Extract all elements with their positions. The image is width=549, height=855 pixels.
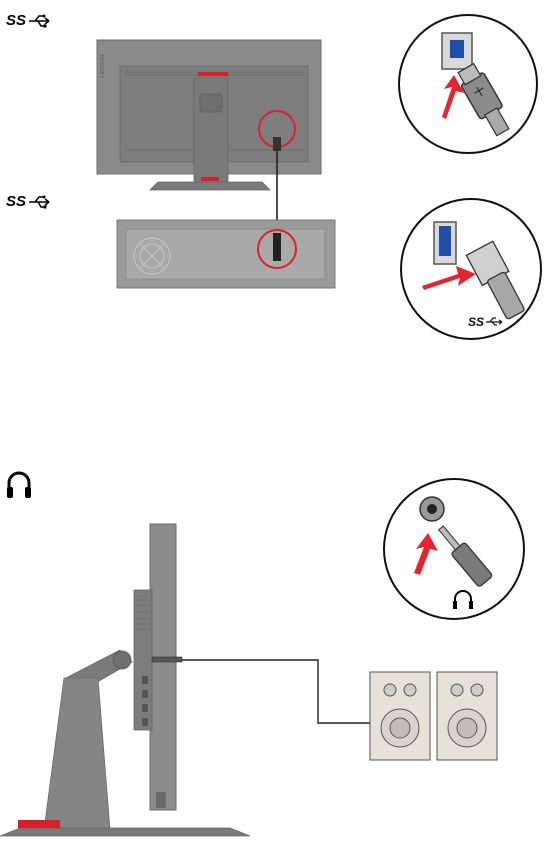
audio-plug [152,657,182,662]
monitor-side-profile [150,524,176,810]
speaker-right [437,672,497,760]
monitor-bottom-foot [156,792,166,808]
stand-red-accent-side [18,820,60,828]
stand-column [44,678,110,830]
lenovo-red-accent [198,72,228,76]
headphones-icon [4,469,34,501]
usb-b-connector [273,137,281,151]
usb-a-port-blue-insert [439,226,451,256]
stand-red-accent [201,177,219,181]
usb-b-port-blue-insert [450,40,464,58]
usb-a-detail-circle: SS [398,198,545,341]
stand-hinge [200,94,222,112]
monitor-stand-base [150,182,270,190]
stand-base-side [0,828,250,836]
usb-a-connector [273,233,281,261]
monitor-brand-label: Lenovo [99,55,106,78]
speaker-left [370,672,430,760]
usb-a-superspeed-label: SS [468,315,484,329]
usb-b-detail-circle [394,13,542,155]
audio-cable [182,660,370,723]
audio-jack-detail-circle [380,477,528,622]
stand-pivot [113,651,131,669]
